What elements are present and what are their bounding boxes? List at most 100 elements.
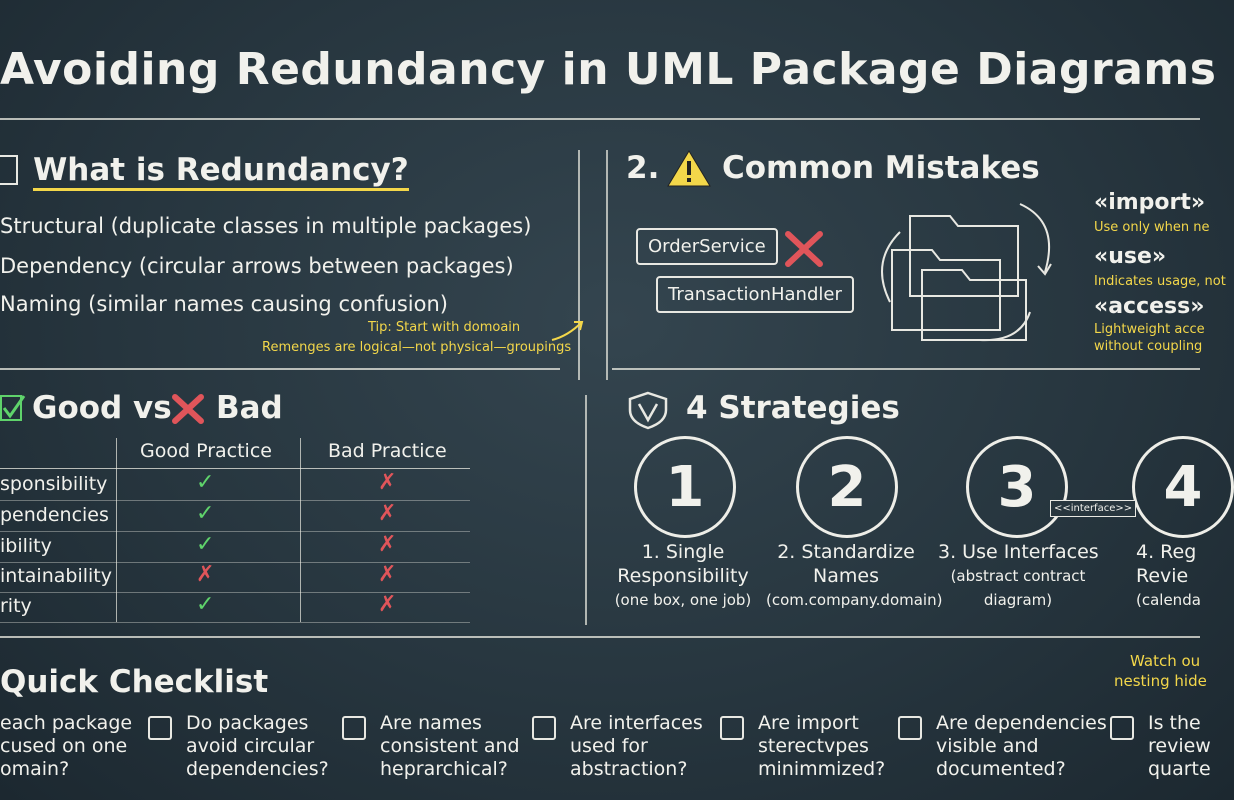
checklist-checkbox[interactable]	[1110, 716, 1134, 740]
row-label: sponsibility	[0, 473, 108, 495]
row-label: ibility	[0, 535, 52, 557]
checklist-item: Do packages avoid circular dependencies?	[186, 712, 329, 781]
checklist-text: avoid circular	[186, 735, 315, 757]
bad-mark: ✗	[378, 532, 397, 557]
strategy-number-4: 4	[1132, 436, 1234, 538]
checklist-text: used for	[570, 735, 648, 757]
what-heading: What is Redundancy?	[33, 152, 409, 191]
strategy-line: (one box, one job)	[614, 591, 752, 609]
row-line	[0, 592, 470, 593]
stereotype-use: «use»	[1094, 244, 1167, 269]
checklist-item: Are import sterectvpes minimmized?	[758, 712, 885, 781]
checklist-note-2: nesting hide	[1114, 672, 1207, 690]
good-mark: ✓	[196, 532, 215, 557]
checklist-text: visible and	[936, 735, 1039, 757]
strategies-heading: 4 Strategies	[686, 390, 900, 426]
goodbad-heading-bad: Bad	[216, 390, 283, 426]
tip-line-2: Remenges are logical—not physical—groupi…	[262, 340, 572, 355]
mistakes-number: 2.	[626, 150, 660, 186]
what-item: Structural (duplicate classes in multipl…	[0, 214, 532, 238]
strategy-line: 2. Standardize	[777, 541, 915, 563]
checklist-text: Are interfaces	[570, 712, 703, 734]
checklist-item: Are dependencies visible and documented?	[936, 712, 1107, 781]
mistakes-title-text: 2.	[626, 150, 659, 186]
good-mark: ✓	[196, 470, 215, 495]
shield-icon	[628, 391, 668, 430]
divider-mid-right	[612, 368, 1200, 370]
stereotype-import-desc: Use only when ne	[1094, 220, 1210, 235]
stereotype-import: «import»	[1094, 190, 1206, 215]
checklist-text: heprarchical?	[380, 758, 508, 780]
col-header-good: Good Practice	[140, 440, 272, 462]
strategy-line: (calenda	[1136, 591, 1201, 609]
checklist-text: abstraction?	[570, 758, 688, 780]
row-line	[0, 500, 470, 501]
checklist-text: each package	[0, 712, 133, 734]
strategy-number-3: 3	[966, 436, 1068, 538]
checklist-text: omain?	[0, 758, 70, 780]
divider-vertical-bottom	[585, 395, 587, 625]
strategy-line: 4. Reg	[1136, 541, 1197, 563]
divider-lower	[0, 636, 1200, 638]
checklist-item: Are names consistent and heprarchical?	[380, 712, 520, 781]
bad-mark: ✗	[378, 592, 397, 617]
row-label: intainability	[0, 565, 112, 587]
tip-line-1: Tip: Start with domoain	[368, 320, 521, 335]
row-label: rity	[0, 595, 32, 617]
stereotype-access-desc-2: without coupling	[1094, 339, 1203, 354]
checklist-text: dependencies?	[186, 758, 329, 780]
good-mark: ✓	[196, 501, 215, 526]
table-header-line	[0, 468, 470, 469]
orderservice-box: OrderService	[636, 228, 778, 265]
checklist-text: Is the	[1148, 712, 1201, 734]
checklist-text: sterectvpes	[758, 735, 869, 757]
stereotype-use-desc: Indicates usage, not	[1094, 274, 1226, 289]
good-mark: ✓	[196, 592, 215, 617]
strategy-1-label: 1. Single Responsibility (one box, one j…	[608, 540, 758, 612]
row-line	[0, 622, 470, 623]
checklist-text: quarte	[1148, 758, 1211, 780]
checklist-checkbox[interactable]	[148, 716, 172, 740]
table-col-line	[300, 438, 301, 622]
checkmark-icon	[0, 395, 26, 421]
strategy-line: (abstract contract	[950, 567, 1086, 585]
checklist-note-1: Watch ou	[1130, 652, 1201, 670]
transactionhandler-box: TransactionHandler	[656, 276, 854, 313]
strategy-number-1: 1	[634, 436, 736, 538]
strategy-line: 3. Use Interfaces	[938, 541, 1099, 563]
checklist-text: documented?	[936, 758, 1066, 780]
row-line	[0, 531, 470, 532]
mistakes-heading-label: Common Mistakes	[722, 150, 1040, 186]
checklist-text: Are import	[758, 712, 859, 734]
strategy-3-label: 3. Use Interfaces (abstract contract dia…	[938, 540, 1099, 612]
checklist-item: Are interfaces used for abstraction?	[570, 712, 703, 781]
what-item: Dependency (circular arrows between pack…	[0, 254, 514, 278]
strategy-line: Revie	[1136, 565, 1189, 587]
bad-mark: ✗	[378, 470, 397, 495]
checklist-checkbox[interactable]	[532, 716, 556, 740]
checklist-text: review	[1148, 735, 1211, 757]
strategy-line: diagram)	[983, 591, 1053, 609]
col-header-bad: Bad Practice	[328, 440, 447, 462]
bad-mark: ✗	[378, 562, 397, 587]
tip-arrow-icon	[551, 321, 584, 341]
checklist-text: Are dependencies	[936, 712, 1107, 734]
row-line	[0, 562, 470, 563]
checklist-checkbox[interactable]	[342, 716, 366, 740]
checklist-checkbox[interactable]	[898, 716, 922, 740]
divider-vertical-top	[578, 150, 580, 380]
strategy-line: Responsibility	[617, 565, 749, 587]
checkbox-icon	[0, 155, 18, 185]
row-label: pendencies	[0, 504, 109, 526]
strategy-2-label: 2. Standardize Names (com.company.domain…	[766, 540, 942, 612]
strategy-number-2: 2	[796, 436, 898, 538]
checklist-text: Are names	[380, 712, 482, 734]
circular-packages-icon	[881, 203, 1052, 342]
what-section: What is Redundancy?	[0, 152, 409, 191]
table-col-line	[116, 438, 117, 622]
warning-icon	[667, 150, 711, 187]
strategy-line: Names	[813, 565, 879, 587]
divider-mid-left	[0, 368, 560, 370]
cross-icon	[172, 394, 204, 424]
checklist-checkbox[interactable]	[720, 716, 744, 740]
